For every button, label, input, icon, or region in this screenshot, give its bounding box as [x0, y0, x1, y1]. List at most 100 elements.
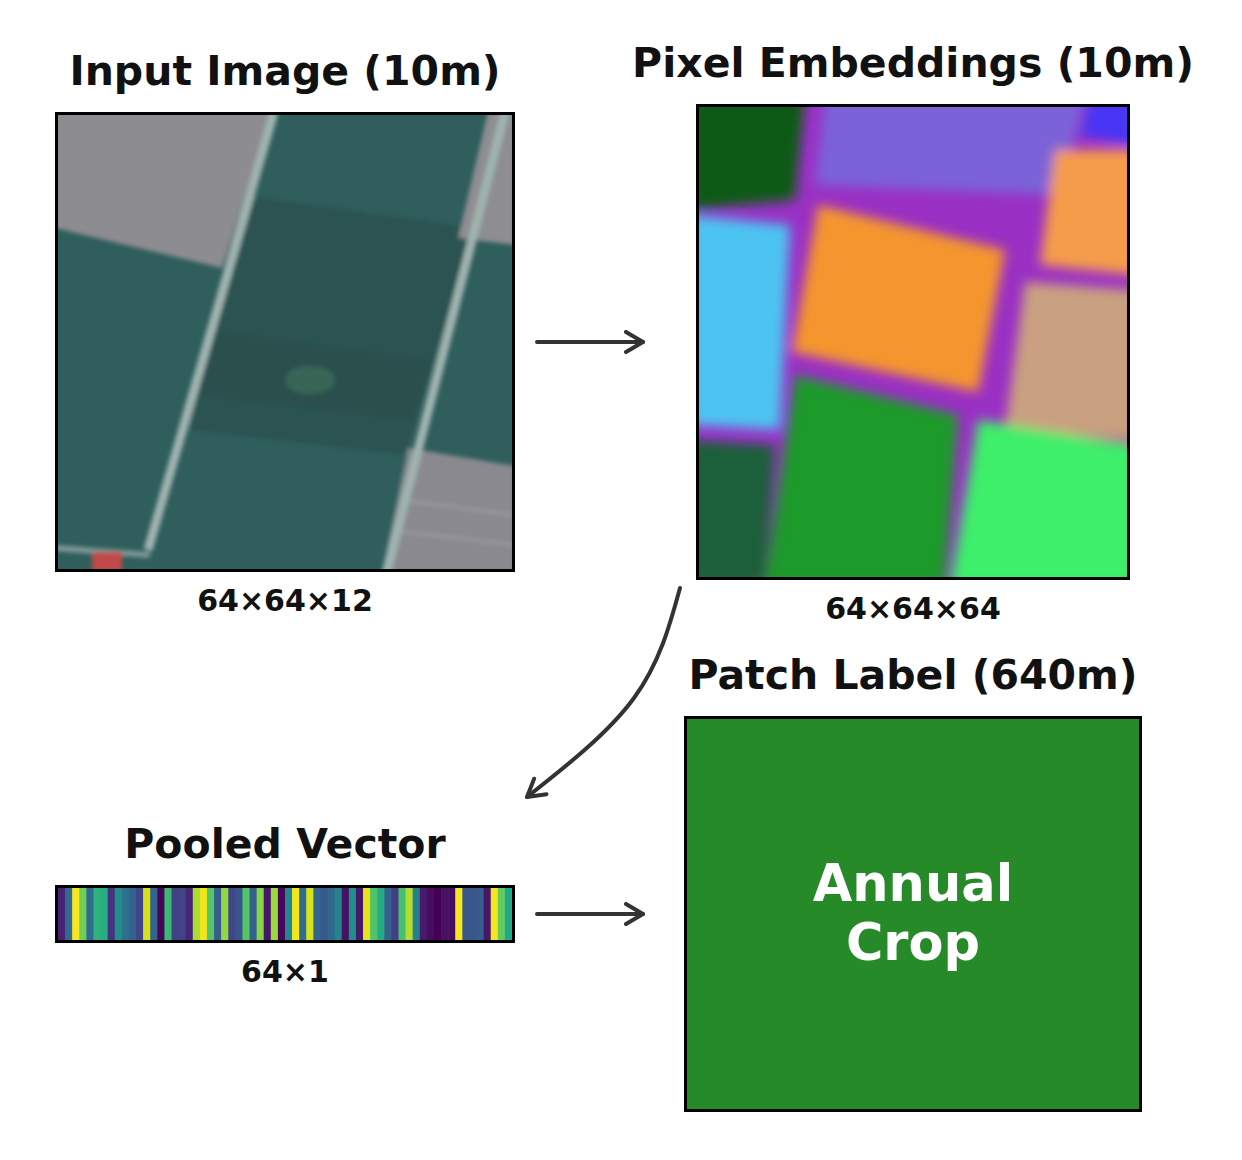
vector-stripe: [349, 888, 357, 940]
vector-stripe: [370, 888, 378, 940]
roof: [92, 552, 122, 572]
vector-stripe: [115, 888, 123, 940]
vector-stripe: [157, 888, 165, 940]
vector-stripe: [179, 888, 187, 940]
vector-stripe: [65, 888, 73, 940]
vector-stripe: [93, 888, 101, 940]
embedding-patch: [696, 215, 790, 430]
vector-stripe: [264, 888, 272, 940]
vector-stripe: [101, 888, 109, 940]
embedding-patch: [696, 440, 775, 580]
flow-arrow: [537, 340, 643, 344]
vector-stripe: [505, 888, 513, 940]
embedding-patch: [1040, 150, 1130, 275]
shape-caption: 64×64×64: [825, 591, 1001, 627]
vector-stripe: [320, 888, 328, 940]
embedding-patch: [1005, 282, 1130, 440]
satellite-image: [55, 112, 515, 572]
input-image: Input Image (10m)64×64×12: [55, 112, 515, 572]
vector-stripe: [257, 888, 265, 940]
pooled-stripes: [58, 888, 513, 940]
vector-stripe: [427, 888, 435, 940]
embedding-patch: [950, 420, 1130, 580]
embedding-image: [696, 104, 1130, 580]
shape-caption: 64×1: [241, 954, 329, 990]
vector-stripe: [406, 888, 414, 940]
vector-stripe: [164, 888, 172, 940]
vector-stripe: [448, 888, 456, 940]
flow-arrow: [537, 912, 643, 916]
vector-stripe: [129, 888, 137, 940]
vector-stripe: [172, 888, 180, 940]
vector-stripe: [328, 888, 336, 940]
vector-stripe: [299, 888, 307, 940]
vector-stripe: [136, 888, 144, 940]
vector-stripe: [491, 888, 499, 940]
embedding-patch: [815, 104, 1085, 195]
vector-stripe: [441, 888, 449, 940]
vector-stripe: [143, 888, 151, 940]
vector-stripe: [86, 888, 94, 940]
embedding-patches: [696, 104, 1130, 580]
vector-stripe: [228, 888, 236, 940]
class-label: Annual Crop: [788, 855, 1038, 972]
vector-stripe: [462, 888, 470, 940]
field-shapes: [55, 112, 515, 572]
crop-patch: [285, 366, 335, 394]
vector-stripe: [384, 888, 392, 940]
vector-stripe: [484, 888, 492, 940]
road: [148, 112, 274, 550]
vector-stripe: [242, 888, 250, 940]
vector-stripe: [356, 888, 364, 940]
panel-title: Pixel Embeddings (10m): [632, 39, 1194, 88]
vector-stripe: [477, 888, 485, 940]
panel-title: Pooled Vector: [124, 820, 445, 869]
vector-stripe: [122, 888, 130, 940]
vector-stripe: [469, 888, 477, 940]
vector-stripe: [207, 888, 215, 940]
label-box: Patch Label (640m)Annual Crop: [684, 716, 1142, 1112]
furrow: [392, 530, 515, 545]
flow-arrow: [527, 588, 680, 797]
vector-stripe: [434, 888, 442, 940]
vector-stripe: [271, 888, 279, 940]
vector-stripe: [342, 888, 350, 940]
embedding-patch: [1080, 104, 1130, 145]
vector-stripe: [278, 888, 286, 940]
vector-stripe: [292, 888, 300, 940]
furrow: [400, 500, 515, 515]
panel-title: Patch Label (640m): [688, 651, 1137, 700]
pooled-vector: Pooled Vector64×1: [55, 885, 515, 943]
vector-stripe: [413, 888, 421, 940]
vector-stripe: [150, 888, 158, 940]
dark-field: [195, 330, 430, 420]
embedding-patch: [792, 205, 1005, 392]
vector-stripe: [335, 888, 343, 940]
vector-stripe: [214, 888, 222, 940]
vector-stripe: [72, 888, 80, 940]
vector-stripe: [420, 888, 428, 940]
embedding-patch: [765, 375, 958, 580]
embedding-image: Pixel Embeddings (10m)64×64×64: [696, 104, 1130, 580]
vector-stripe: [377, 888, 385, 940]
embedding-patch: [696, 104, 805, 210]
vector-stripe: [221, 888, 229, 940]
vector-stripe: [193, 888, 201, 940]
vector-stripe: [455, 888, 463, 940]
vector-stripe: [58, 888, 66, 940]
vector-stripe: [250, 888, 258, 940]
vector-stripe: [399, 888, 407, 940]
shape-caption: 64×64×12: [197, 583, 373, 619]
vector-stripe: [200, 888, 208, 940]
vector-stripe: [235, 888, 243, 940]
vector-stripe: [391, 888, 399, 940]
vector-stripe: [285, 888, 293, 940]
vector-stripe: [79, 888, 87, 940]
vector-stripe: [108, 888, 116, 940]
vector-stripe: [363, 888, 371, 940]
vector-stripe: [313, 888, 321, 940]
panel-title: Input Image (10m): [69, 47, 500, 96]
road: [386, 112, 505, 572]
vector-stripe: [306, 888, 314, 940]
